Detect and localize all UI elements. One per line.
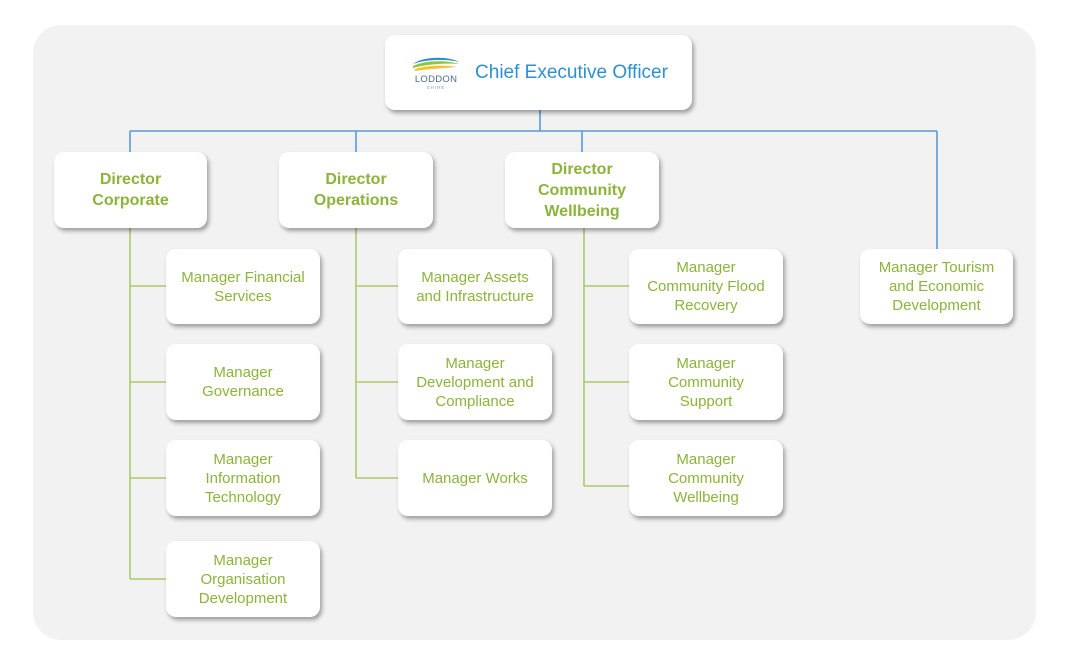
manager-works-box: Manager Works (398, 440, 552, 516)
director-label-line: Corporate (92, 192, 169, 209)
logo-name: LODDON (414, 74, 458, 85)
director-label-line: Director (99, 171, 162, 188)
director-label-line: Operations (313, 192, 399, 209)
manager-label-line: Compliance (435, 392, 515, 410)
manager-label-line: Manager Tourism (878, 259, 995, 276)
ceo-title: Chief Executive Officer (475, 61, 668, 83)
manager-label-line: and Infrastructure (416, 287, 534, 305)
loddon-shire-logo: LODDON SHIRE (409, 55, 463, 90)
manager-label-line: Manager Assets (421, 268, 529, 286)
ceo-box: LODDON SHIRE Chief Executive Officer (385, 35, 692, 110)
manager-label-line: Community (668, 373, 744, 391)
manager-label-line: Governance (202, 383, 284, 400)
director-label-line: Director (325, 171, 387, 188)
manager-label-line: Wellbeing (673, 488, 739, 506)
manager-label-line: Technology (205, 488, 281, 506)
logo-subtitle: SHIRE (426, 85, 446, 90)
manager-label-line: Recovery (674, 297, 738, 314)
manager-label-line: Development (892, 297, 981, 314)
director-label-line: Community (538, 181, 626, 199)
manager-label-line: Organisation (200, 570, 286, 588)
manager-label-line: Manager (213, 450, 273, 468)
manager-label-line: Support (679, 392, 733, 410)
manager-label-line: Manager (213, 551, 273, 569)
manager-label-line: Manager (676, 354, 736, 372)
manager-label-line: Manager (676, 259, 736, 276)
manager-label-line: and Economic (888, 278, 985, 295)
manager-label-line: Manager (213, 364, 273, 381)
manager-label-line: Manager (676, 450, 736, 468)
manager-label-line: Manager Works (422, 469, 528, 487)
ceo-connectors (129, 110, 938, 249)
manager-label-line: Community Flood (647, 278, 765, 295)
director-label-line: Wellbeing (544, 202, 620, 220)
manager-label-line: Manager (445, 354, 505, 372)
manager-label-line: Manager Financial (181, 268, 305, 286)
manager-label-line: Community (668, 469, 744, 487)
manager-label-line: Development (198, 589, 288, 607)
director-connectors (129, 228, 629, 580)
manager-label-line: Information (205, 469, 281, 487)
manager-label-line: Development and (416, 373, 534, 391)
director-label-line: Director (551, 160, 613, 178)
logo-swoosh-icon (413, 57, 460, 71)
org-chart-panel (33, 25, 1036, 640)
manager-label-line: Services (214, 287, 272, 305)
